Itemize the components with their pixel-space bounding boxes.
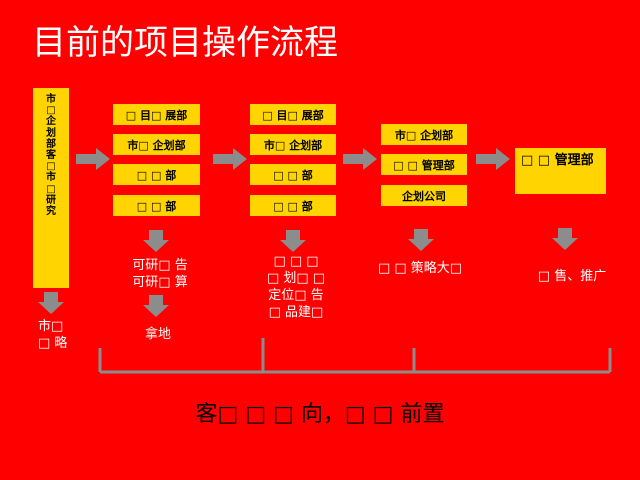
label-line: 定位□ 告 — [268, 288, 324, 303]
down-arrow-icon — [408, 229, 434, 251]
vertical-char: 客 — [46, 150, 56, 162]
vertical-char: □ — [46, 105, 56, 117]
col2-box-project-dev: □ 目□ 展部 — [250, 104, 336, 125]
col1-box-dept-b: □ □ 部 — [113, 195, 200, 216]
vertical-char: 市 — [46, 172, 56, 184]
page-title: 目前的项目操作流程 — [32, 23, 338, 63]
label-line: □ 划□ □ — [266, 271, 326, 286]
down-arrow-icon — [552, 228, 578, 250]
label-line: □ 略 — [38, 336, 68, 351]
col1-box-dept-a: □ □ 部 — [113, 164, 200, 185]
col1-box-project-dev: □ 目□ 展部 — [113, 104, 200, 125]
vertical-char: 市 — [46, 94, 56, 105]
label-line: 市□ — [38, 319, 64, 334]
label-planning-positioning: □ □ □ □ 划□ □ 定位□ 告 □ 品建□ — [256, 253, 336, 321]
label-feasibility: 可研□ 告 可研□ 算 — [122, 257, 198, 291]
vertical-char: 研 — [46, 194, 56, 206]
col2-box-dept-b: □ □ 部 — [250, 195, 336, 216]
col1-box-marketing: 市□ 企划部 — [113, 134, 200, 155]
down-arrow-icon — [280, 230, 306, 252]
down-arrow-icon — [38, 292, 64, 314]
label-market-strategy: 市□ □ 略 — [38, 318, 67, 352]
label-line: 可研□ 算 — [132, 275, 188, 290]
vertical-char: □ — [46, 183, 56, 195]
right-arrow-icon — [476, 148, 510, 170]
label-line: □ □ □ — [273, 254, 319, 269]
label-strategy-meeting: □ □ 策略大□ — [377, 261, 463, 276]
vertical-char: 究 — [46, 206, 56, 218]
down-arrow-icon — [143, 295, 169, 317]
right-arrow-icon — [343, 148, 377, 170]
vertical-char: 部 — [46, 138, 56, 150]
vertical-char: 企 — [46, 116, 56, 128]
bottom-conclusion: 客□ □ □ 向，□ □ 前置 — [195, 402, 445, 427]
label-land-acquisition: 拿地 — [144, 327, 171, 342]
col4-box-management: □ □ 管理部 — [515, 148, 606, 194]
col3-box-management: □ □ 管理部 — [381, 154, 467, 175]
down-arrow-icon — [143, 230, 169, 252]
col2-box-marketing: 市□ 企划部 — [250, 134, 336, 155]
label-line: □ 品建□ — [268, 305, 324, 320]
right-arrow-icon — [76, 148, 110, 170]
label-line: 可研□ 告 — [132, 258, 188, 273]
col3-box-planning-company: 企划公司 — [381, 185, 467, 206]
vertical-char: 划 — [46, 127, 56, 139]
vertical-char: □ — [46, 161, 56, 173]
market-research-box: 市 □ 企 划 部 客 □ 市 □ 研 究 — [33, 88, 69, 288]
col2-box-dept-a: □ □ 部 — [250, 164, 336, 185]
label-sales-promotion: □ 售、推广 — [537, 269, 607, 284]
col3-box-marketing: 市□ 企划部 — [381, 124, 467, 145]
right-arrow-icon — [213, 148, 247, 170]
